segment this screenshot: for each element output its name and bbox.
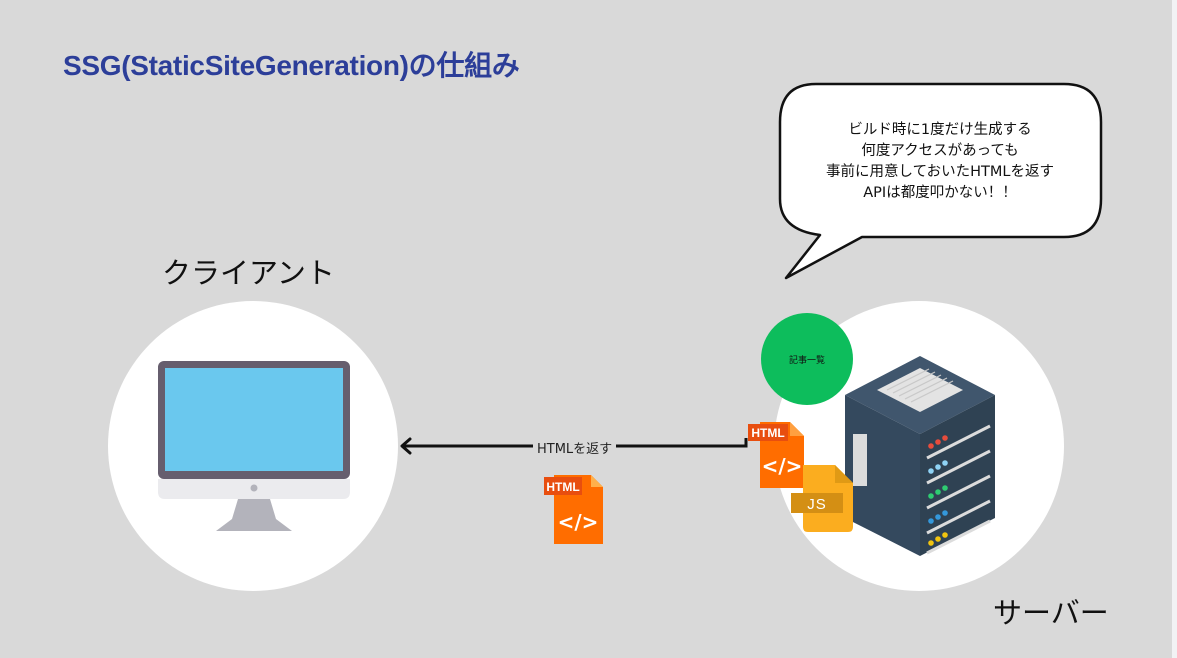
html-file-label: HTML — [546, 480, 579, 494]
desktop-monitor-icon — [158, 361, 350, 531]
page-title: SSG(StaticSiteGeneration)の仕組み — [63, 50, 520, 81]
article-list-label: 記事一覧 — [788, 355, 825, 366]
html-file-icon-server: HTML </> — [748, 422, 804, 488]
js-file-label: JS — [807, 496, 827, 513]
return-html-arrow — [400, 437, 748, 455]
code-glyph: </> — [762, 454, 803, 478]
article-list-badge: 記事一覧 — [761, 313, 853, 405]
html-file-icon-transfer: HTML </> — [544, 475, 603, 544]
speech-bubble — [778, 82, 1103, 280]
js-file-icon: JS — [791, 465, 853, 532]
arrow-label: HTMLを返す — [533, 438, 617, 457]
bubble-line: ビルド時に1度だけ生成する — [848, 122, 1032, 138]
server-rack-icon — [845, 356, 995, 556]
bubble-line: 何度アクセスがあっても — [861, 143, 1019, 159]
client-label: クライアント — [162, 256, 335, 290]
html-file-label: HTML — [751, 426, 784, 440]
page-right-edge — [1172, 0, 1177, 658]
speech-bubble-text: ビルド時に1度だけ生成する 何度アクセスがあっても 事前に用意しておいたHTML… — [790, 120, 1090, 204]
code-glyph: </> — [558, 510, 599, 534]
bubble-line: 事前に用意しておいたHTMLを返す — [826, 164, 1054, 180]
bubble-line: APIは都度叩かない！！ — [863, 185, 1017, 201]
server-label: サーバー — [993, 596, 1109, 630]
